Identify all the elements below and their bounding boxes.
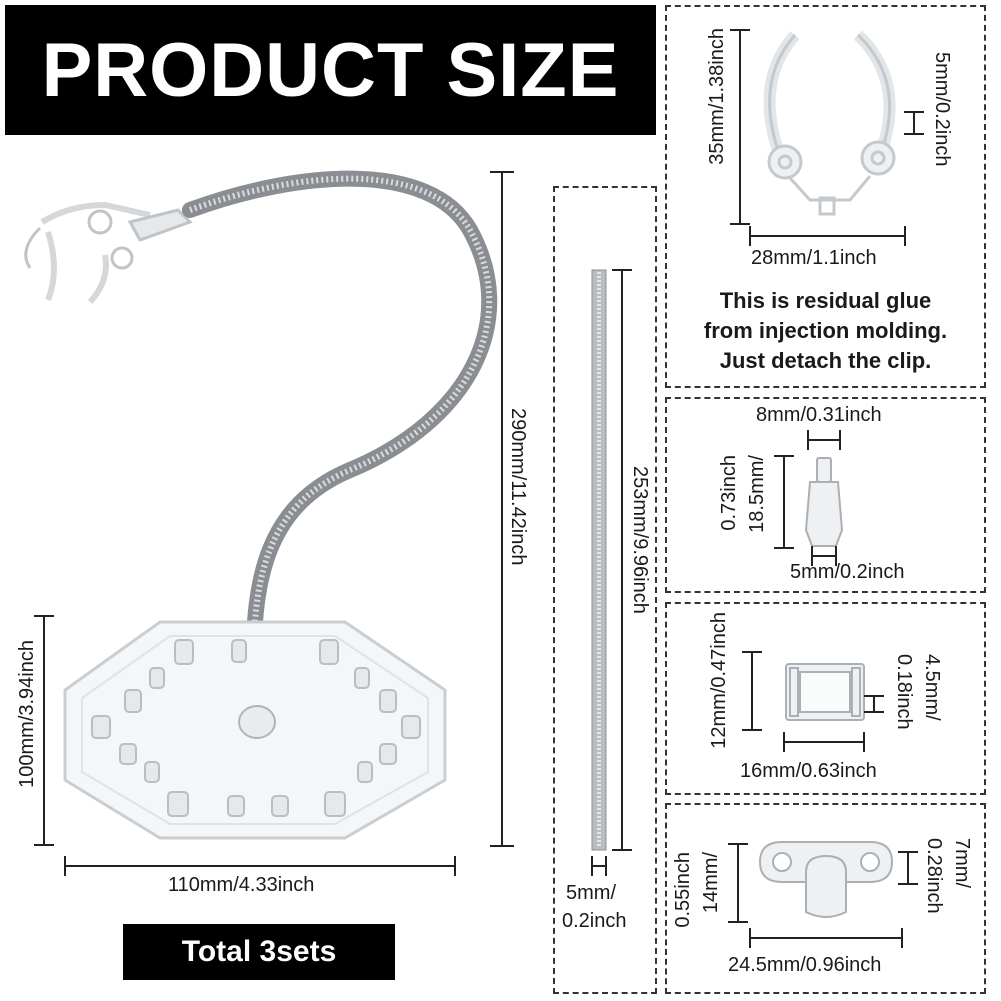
wing-clip-panel xyxy=(665,803,986,994)
rod-width-label-2: 0.2inch xyxy=(562,910,627,932)
stand-clip-icon xyxy=(24,201,193,305)
page-title: PRODUCT SIZE xyxy=(41,27,620,113)
glue-note: This is residual glue from injection mol… xyxy=(668,286,983,376)
rod-width-label-1: 5mm/ xyxy=(566,882,616,904)
rod-length-label: 253mm/9.96inch xyxy=(629,466,651,614)
octagon-base-icon xyxy=(63,620,447,840)
glue-note-line-2: from injection molding. xyxy=(703,318,948,343)
wing-width-label: 24.5mm/0.96inch xyxy=(728,954,882,976)
gooseneck-rod xyxy=(182,170,498,718)
clip-width-label: 28mm/1.1inch xyxy=(751,247,877,269)
wing-height-label-1: 14mm/ xyxy=(700,852,722,914)
total-badge: Total 3sets xyxy=(123,924,395,980)
total-label: Total 3sets xyxy=(181,935,337,968)
connector-width-label: 16mm/0.63inch xyxy=(740,760,877,782)
title-banner: PRODUCT SIZE xyxy=(5,5,656,135)
stand-height-dimension xyxy=(490,171,514,847)
glue-note-line-1: This is residual glue xyxy=(719,288,932,313)
clip-panel xyxy=(665,5,986,388)
base-width-label: 110mm/4.33inch xyxy=(168,874,315,896)
connector-slot-label-2: 0.18inch xyxy=(893,654,915,730)
clip-gap-label: 5mm/0.2inch xyxy=(931,52,953,167)
base-width-dimension xyxy=(64,856,456,876)
nozzle-bottom-label: 5mm/0.2inch xyxy=(790,561,905,583)
stand-height-label: 290mm/11.42inch xyxy=(507,408,529,566)
base-height-dimension xyxy=(34,615,54,846)
nozzle-panel xyxy=(665,397,986,593)
rod-panel xyxy=(553,186,657,994)
connector-panel xyxy=(665,602,986,795)
wing-ring-label-2: 0.28inch xyxy=(923,838,945,914)
nozzle-top-label: 8mm/0.31inch xyxy=(756,404,882,426)
glue-note-line-3: Just detach the clip. xyxy=(719,348,932,373)
wing-ring-label-1: 7mm/ xyxy=(951,838,973,888)
wing-height-label-2: 0.55inch xyxy=(672,852,694,928)
connector-slot-label-1: 4.5mm/ xyxy=(921,654,943,721)
